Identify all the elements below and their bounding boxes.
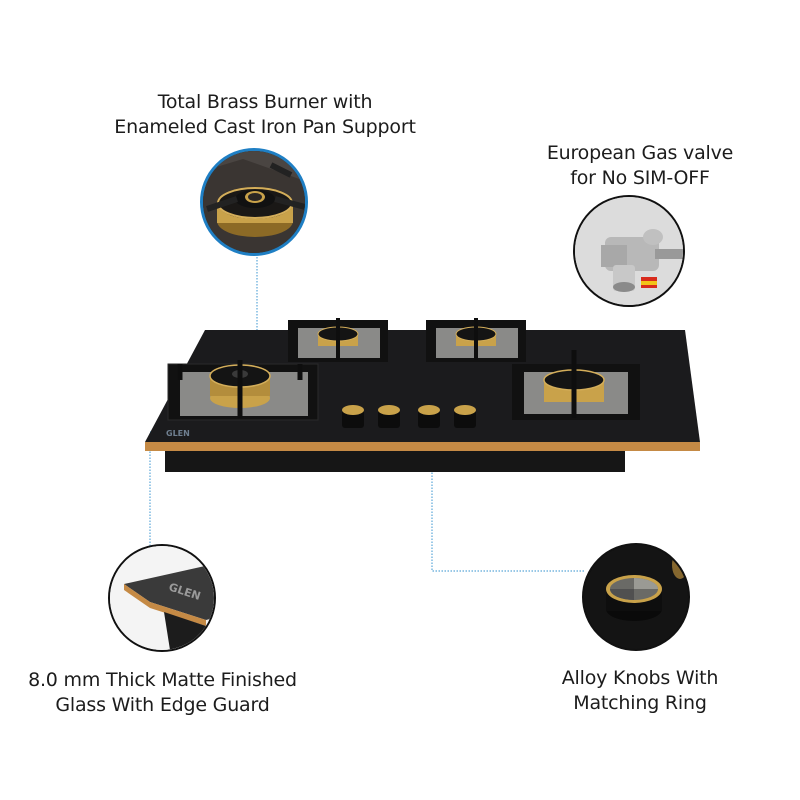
burner-closeup-image <box>200 148 308 256</box>
caption-knobs-line1: Alloy Knobs With <box>561 667 719 689</box>
glass-edge-closeup-image: GLEN <box>108 544 216 652</box>
caption-valve-line2: for No SIM-OFF <box>570 167 710 189</box>
burner-back-right <box>426 318 526 362</box>
caption-glass: 8.0 mm Thick Matte Finished Glass With E… <box>0 668 325 718</box>
caption-glass-line2: Glass With Edge Guard <box>55 694 270 716</box>
caption-burner-line1: Total Brass Burner with <box>157 91 373 113</box>
alloy-knob-icon <box>584 545 688 649</box>
caption-burner-line2: Enameled Cast Iron Pan Support <box>114 116 416 138</box>
caption-knobs: Alloy Knobs With Matching Ring <box>520 666 760 716</box>
brass-burner-icon <box>203 151 305 253</box>
caption-glass-line1: 8.0 mm Thick Matte Finished <box>28 669 297 691</box>
gas-valve-icon <box>575 197 683 305</box>
burner-back-left <box>288 318 388 362</box>
caption-knobs-line2: Matching Ring <box>573 692 707 714</box>
control-knobs <box>342 405 476 428</box>
caption-valve-line1: European Gas valve <box>546 142 734 164</box>
gas-valve-image <box>573 195 685 307</box>
caption-valve: European Gas valve for No SIM-OFF <box>510 141 770 191</box>
burner-front-right <box>512 350 640 420</box>
caption-burner: Total Brass Burner with Enameled Cast Ir… <box>90 90 440 140</box>
glass-edge-icon: GLEN <box>110 546 214 650</box>
knob-closeup-image <box>582 543 690 651</box>
hob-brand-logo: GLEN <box>166 429 190 438</box>
burner-front-left <box>167 360 319 421</box>
